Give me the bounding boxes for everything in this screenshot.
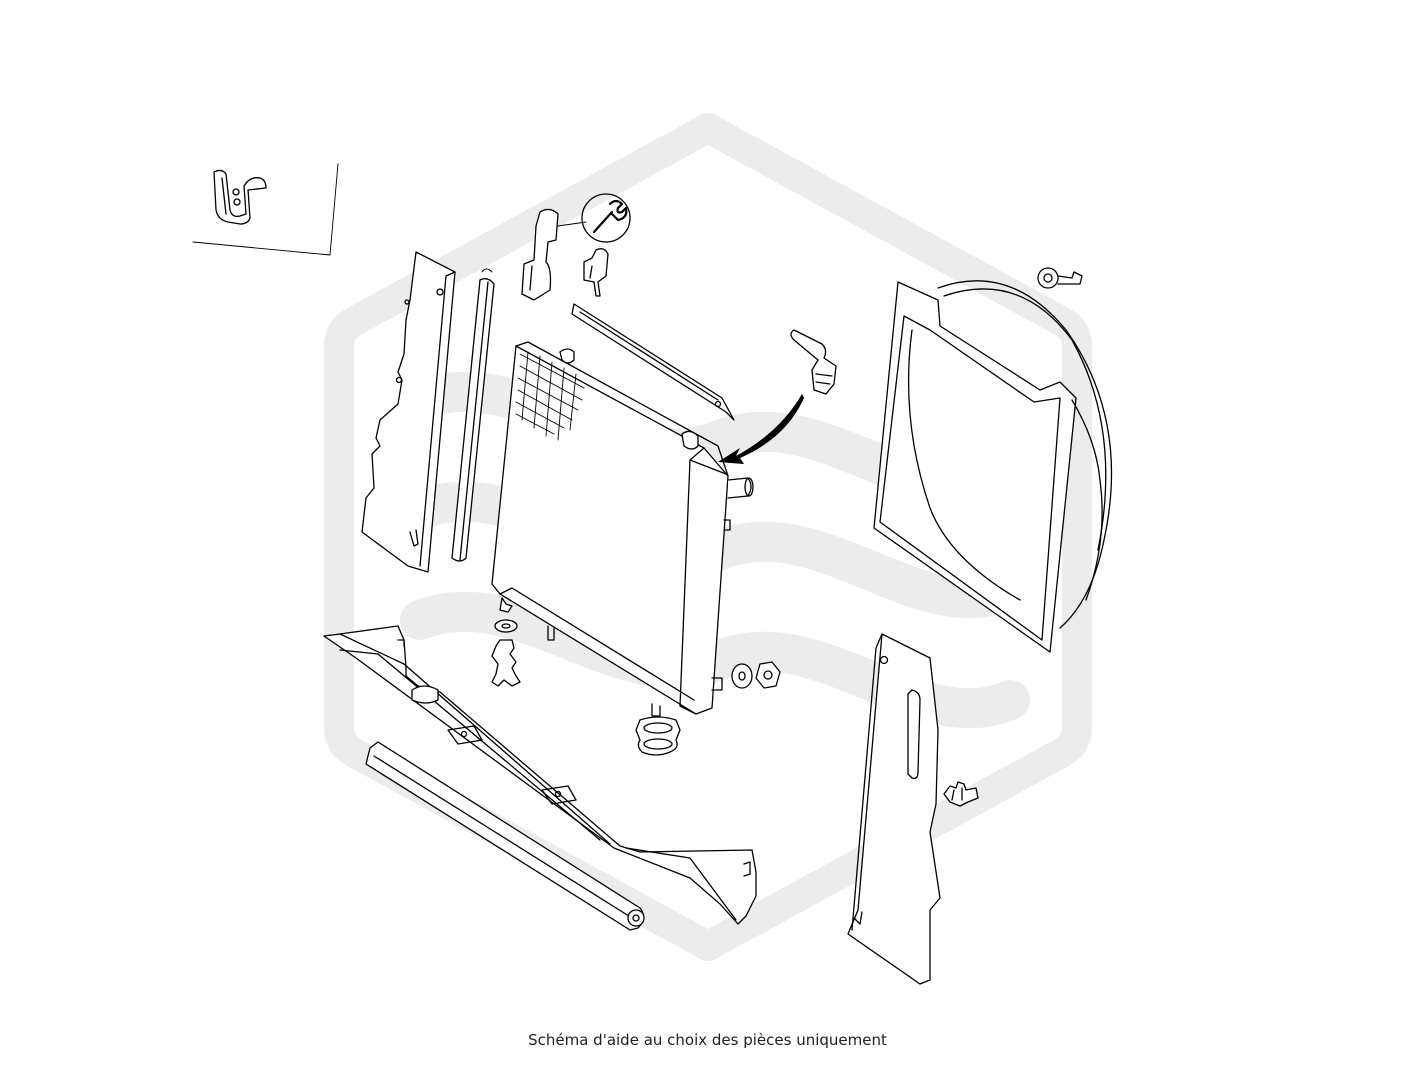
retaining-clip-detail[interactable] [192, 163, 339, 256]
top-seal-strip[interactable] [571, 303, 735, 421]
arrow-indicator [718, 394, 804, 464]
upper-clips[interactable] [521, 208, 609, 301]
fan-shroud[interactable] [873, 280, 1113, 653]
lower-rubber-seal[interactable] [365, 741, 645, 931]
shroud-fastener[interactable] [1037, 267, 1083, 289]
right-side-panel[interactable] [847, 633, 941, 985]
left-rubber-seal[interactable] [451, 268, 495, 562]
left-side-panel[interactable] [361, 251, 456, 573]
push-rivet[interactable] [943, 781, 979, 807]
bleed-valve[interactable] [790, 329, 837, 395]
caption: Schéma d'aide au choix des pièces unique… [528, 1031, 887, 1049]
washer-and-nut[interactable] [731, 661, 781, 689]
tool-symbol [581, 193, 631, 243]
radiator[interactable] [491, 341, 754, 717]
lower-crossmember[interactable] [323, 625, 757, 925]
rubber-mounts[interactable] [491, 597, 681, 756]
